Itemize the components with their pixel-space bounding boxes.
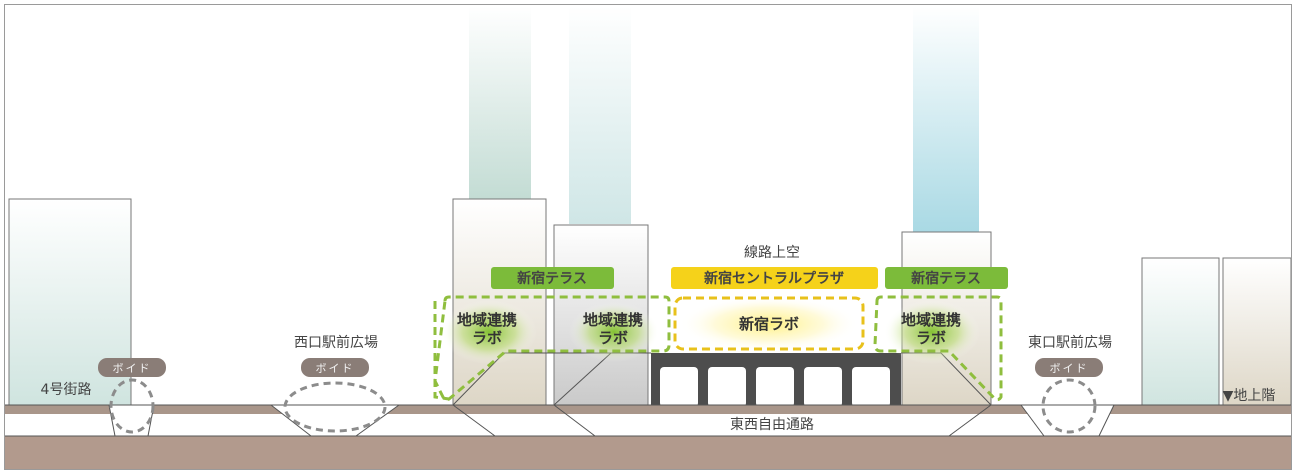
void-label: ボイド [1050, 362, 1089, 375]
cross-section-drawing: ボイド ボイド ボイド 地域連携 ラボ 地域連携 [5, 6, 1291, 469]
tag-terrace-right: 新宿テラス [885, 267, 1008, 289]
void-pill-east: ボイド [1035, 358, 1103, 377]
tower-west-2 [569, 6, 631, 224]
building-far-right-2 [1222, 257, 1291, 408]
void-cut-west-plaza [271, 405, 399, 436]
east-plaza-label: 東口駅前広場 [1028, 334, 1112, 351]
tower-east [913, 6, 979, 232]
lab-zone-right [873, 295, 1003, 402]
void-label: ボイド [316, 362, 355, 375]
lab-label-right-a: 地域連携 [901, 311, 961, 329]
tag-terrace-left-text: 新宿テラス [517, 270, 587, 287]
void-circle-route4 [109, 378, 155, 434]
tag-central-plaza-text: 新宿セントラルプラザ [704, 270, 844, 287]
tag-terrace-left: 新宿テラス [491, 267, 614, 289]
void-circle-west-plaza [283, 381, 387, 433]
void-pill-route4: ボイド [98, 358, 166, 377]
track-deck-openings [660, 367, 890, 407]
underground-fill [5, 436, 1291, 469]
diagram-frame: ボイド ボイド ボイド 地域連携 ラボ 地域連携 [4, 4, 1292, 470]
shinjuku-lab-label: 新宿ラボ [739, 315, 799, 333]
lab-label-right-b: ラボ [916, 329, 946, 347]
route4-label: 4号街路 [41, 382, 92, 398]
lab-label-left-2b: ラボ [598, 329, 628, 347]
building-far-right-1 [1141, 257, 1220, 408]
tag-terrace-right-text: 新宿テラス [911, 270, 981, 287]
ground-floor-label: ▼地上階 [1223, 388, 1276, 404]
shinjuku-lab-zone [673, 296, 865, 352]
ground-line [5, 405, 1291, 414]
lab-label-left-2a: 地域連携 [583, 311, 643, 329]
tag-central-plaza: 新宿セントラルプラザ [671, 267, 878, 289]
lab-label-left-1a: 地域連携 [457, 311, 517, 329]
above-tracks-label: 線路上空 [744, 245, 800, 261]
lab-label-left-1b: ラボ [472, 329, 502, 347]
void-circle-east-plaza [1041, 378, 1097, 434]
void-label: ボイド [113, 362, 152, 375]
lab-zone-left [433, 295, 671, 402]
tower-west [469, 6, 531, 199]
west-plaza-label: 西口駅前広場 [294, 334, 378, 351]
free-passage-label: 東西自由通路 [730, 417, 814, 433]
void-pill-west: ボイド [301, 358, 369, 377]
